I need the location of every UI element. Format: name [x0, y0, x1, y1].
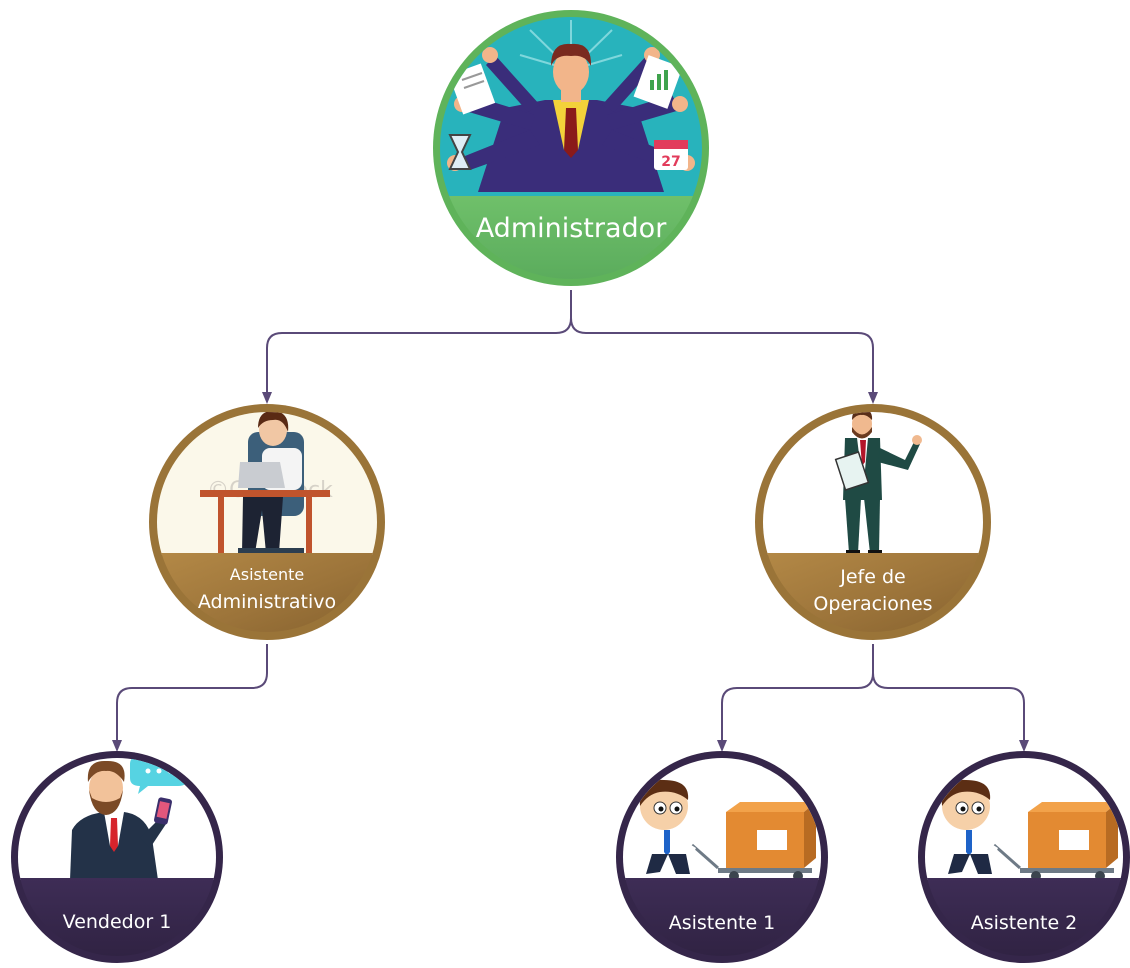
chart-document-icon: [633, 55, 683, 109]
asistente1-label: Asistente 1: [669, 912, 776, 934]
svg-text:27: 27: [661, 154, 680, 170]
connector-jefe-to-asistente1: [717, 644, 874, 752]
worker-pushing-cart-icon: [639, 779, 816, 881]
multitasking-businessman-icon: [447, 43, 695, 192]
node-asistente-1: Asistente 1: [616, 751, 828, 963]
node-administrador: 27 Administrador: [433, 10, 709, 286]
connectors: [112, 290, 1029, 752]
node-asistente-administrativo: ©CanStock Asistente Administrativo: [149, 404, 385, 640]
office-worker-at-desk-icon: [200, 412, 330, 555]
asistente2-label: Asistente 2: [971, 912, 1078, 934]
hourglass-icon: [448, 134, 472, 170]
connector-jefe-to-asistente2: [872, 672, 1029, 752]
connector-root-to-asistente: [262, 290, 572, 404]
salesman-with-phone-icon: [70, 760, 172, 880]
connector-root-to-jefe: [570, 317, 878, 404]
jefe-label-line1: Jefe de: [839, 566, 905, 588]
connector-asistente-to-vendedor: [112, 644, 268, 752]
vendedor-label: Vendedor 1: [63, 911, 172, 933]
asistente-label-line2: Administrativo: [198, 591, 336, 613]
node-vendedor-1: Vendedor 1: [11, 751, 223, 963]
worker-pushing-cart-icon: [941, 779, 1118, 881]
node-jefe-de-operaciones: Jefe de Operaciones: [755, 404, 991, 640]
asistente-label-line1: Asistente: [230, 565, 304, 584]
jefe-label-line2: Operaciones: [813, 593, 932, 615]
manager-with-clipboard-icon: [834, 412, 922, 555]
root-label: Administrador: [476, 213, 668, 244]
calendar-icon: 27: [654, 140, 688, 170]
node-asistente-2: Asistente 2: [918, 751, 1130, 963]
